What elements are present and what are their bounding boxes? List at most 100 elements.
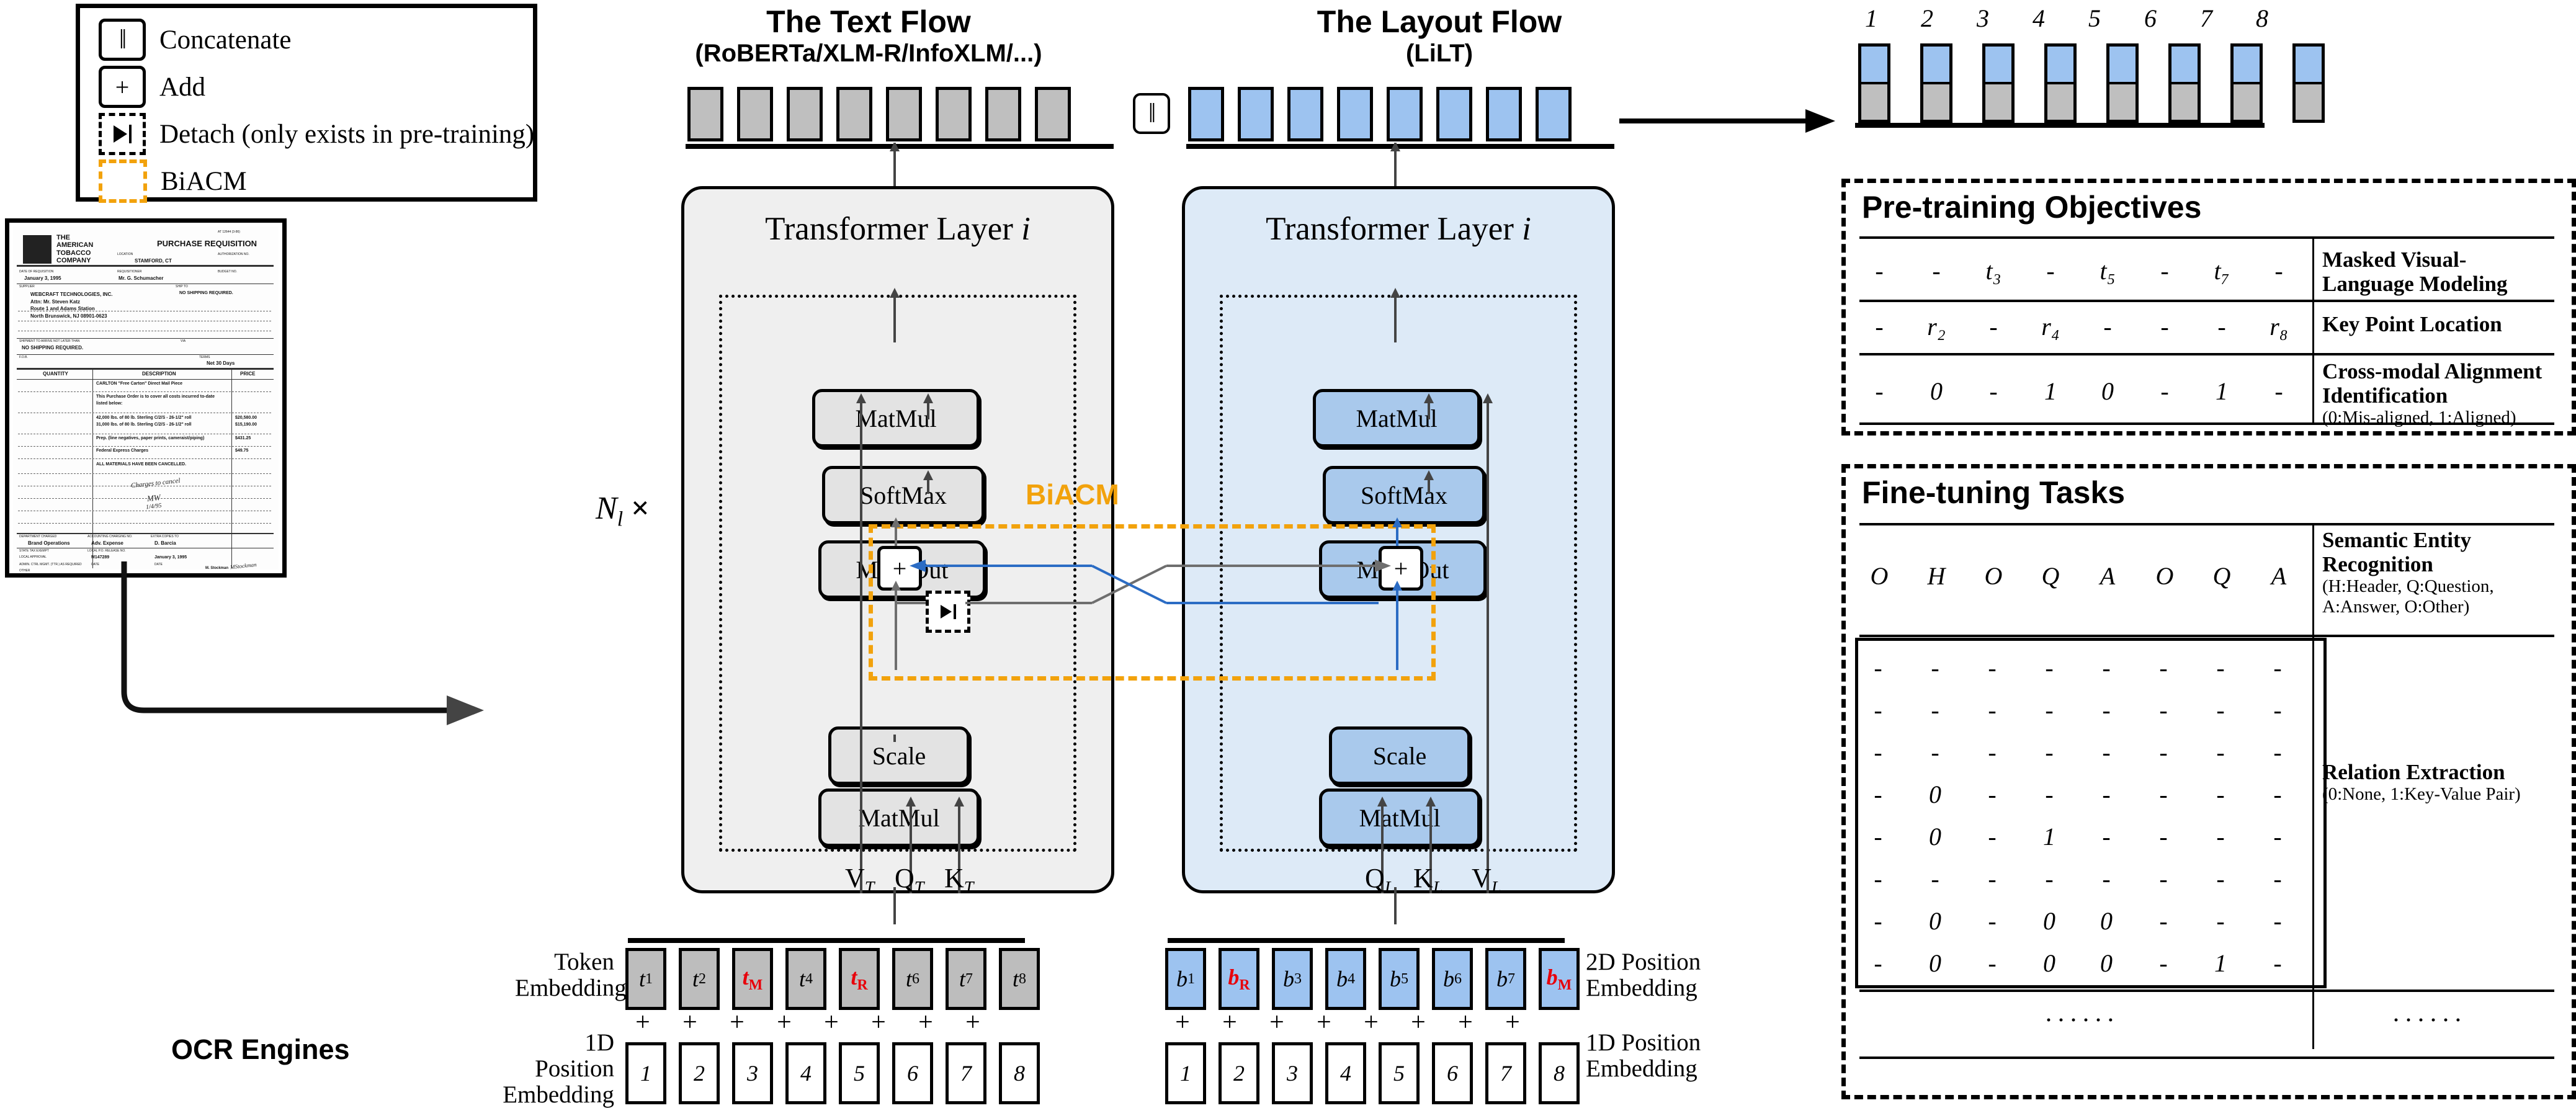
re-task-note: (0:None, 1:Key-Value Pair) [2322, 784, 2521, 805]
re-matrix-row: - - - - - - - - [1849, 738, 2306, 767]
doc-field-label-fob: F.O.B. [19, 355, 28, 359]
doc-field-label-date3: DATE [154, 563, 163, 566]
output-bar [2292, 43, 2325, 123]
cai-cell: 0 [1930, 377, 1943, 405]
doc-field-label-dept: DEPARTMENT CHARGED [19, 535, 57, 538]
ellipsis-left: ······ [2044, 1006, 2119, 1035]
re-cell: - [1988, 654, 1997, 682]
layout-token-cell-replaced: bR [1219, 948, 1259, 1010]
panel-title-layout-index: i [1522, 211, 1531, 247]
cai-cell: - [1875, 377, 1884, 405]
output-bar-index-row: 1 2 3 4 5 6 7 8 [1855, 4, 2278, 33]
bar-index: 3 [1977, 4, 1989, 32]
re-matrix-row: - - - - - - - - [1849, 864, 2306, 893]
re-cell: 0 [2043, 949, 2055, 977]
ser-symbol-row: O H O Q A O Q A [1851, 561, 2307, 591]
doc-field-label-via: VIA [181, 339, 186, 343]
position-cell: 4 [1325, 1042, 1366, 1104]
re-cell: - [2045, 654, 2054, 682]
re-cell: - [2273, 696, 2282, 724]
output-token [1536, 87, 1572, 141]
doc-row-desc-1: CARLTON "Free Carton" Direct Mail Piece [96, 382, 183, 386]
output-bar [1858, 43, 1890, 123]
ser-cell: A [2100, 562, 2116, 590]
legend-item-detach: Detach (only exists in pre-training) [99, 112, 534, 156]
bar-index: 6 [2144, 4, 2157, 32]
mvlm-cell: - [1875, 257, 1884, 285]
mvlm-cell: t₇ [2214, 257, 2230, 285]
re-cell: - [1874, 780, 1882, 808]
doc-field-label-date2: DATE [91, 563, 99, 566]
pos1d-embedding-label-left: 1D Position Embedding [503, 1029, 614, 1108]
kpl-cell: - [2103, 313, 2112, 341]
doc-row-price-4: $431.25 [235, 436, 251, 440]
concatenate-icon: ‖ [99, 19, 146, 61]
position-cell: 4 [785, 1042, 826, 1104]
text-output-token-row [687, 87, 1071, 141]
cai-task-name: Cross-modal Alignment Identification (0:… [2322, 359, 2564, 428]
output-bar [2044, 43, 2077, 123]
doc-row-desc-2: This Purchase Order is to cover all cost… [96, 395, 215, 406]
layer-repeat-prefix: N [596, 491, 617, 526]
doc-field-label-taxexempt: STATE TAX EXEMPT [19, 549, 49, 553]
pretraining-title: Pre-training Objectives [1862, 190, 2202, 225]
concatenate-glyph: ‖ [119, 24, 127, 55]
position-cell: 8 [1539, 1042, 1580, 1104]
ser-cell: Q [2041, 562, 2060, 590]
re-cell: 0 [1929, 949, 1941, 977]
company-logo [23, 235, 51, 264]
re-cell: - [2216, 907, 2225, 935]
legend-item-add: + Add [99, 65, 533, 109]
doc-field-label-supplier: SUPPLIER [19, 285, 35, 288]
legend-label-add: Add [159, 72, 206, 102]
output-token [1035, 87, 1071, 141]
plus-glyph: + [871, 1008, 886, 1037]
ser-cell: O [1870, 562, 1889, 590]
plus-glyph: + [1458, 1008, 1473, 1037]
input-label-k-text: KT [944, 863, 974, 898]
ellipsis-right: ······ [2392, 1006, 2466, 1035]
doc-field-label-budget: BUDGET NO. [218, 270, 238, 274]
detach-triangle [940, 604, 956, 619]
re-cell: - [2216, 696, 2225, 724]
output-bar [2230, 43, 2263, 123]
re-cell: - [2102, 654, 2111, 682]
text-plus-row: + + + + + + + + [625, 1007, 990, 1037]
kpl-cell: - [1875, 313, 1884, 341]
op-matmul-top-text: MatMul [812, 389, 980, 447]
plus-glyph: + [965, 1008, 980, 1037]
sub-t: T [914, 878, 924, 898]
re-cell: - [2273, 907, 2282, 935]
cai-task-label: Cross-modal Alignment Identification [2322, 359, 2542, 408]
output-bars-baseline [1855, 123, 2265, 128]
position-cell: 5 [839, 1042, 880, 1104]
re-cell: - [2273, 738, 2282, 766]
doc-field-value-copies: D. Barcia [154, 540, 176, 546]
ser-cell: Q [2212, 562, 2231, 590]
cai-cell: 0 [2101, 377, 2114, 405]
bar-index: 7 [2200, 4, 2212, 32]
re-cell: - [2045, 865, 2054, 893]
re-matrix-row: - 0 - - - - - - [1849, 780, 2306, 809]
kpl-symbol-row: - r₂ - r₄ - - - r₈ [1851, 312, 2307, 341]
add-glyph: + [1393, 554, 1408, 583]
re-matrix-row: - 0 - 0 0 - 1 - [1849, 949, 2306, 978]
kpl-cell: r₂ [1927, 313, 1946, 341]
legend-box: ‖ Concatenate + Add Detach (only exists … [76, 4, 537, 203]
text-position-row: 1 2 3 4 5 6 7 8 [625, 1042, 1040, 1104]
output-token [1387, 87, 1423, 141]
concatenate-operator: ‖ [1133, 93, 1170, 134]
re-cell: - [1874, 738, 1882, 766]
document-form-code: AT 12644 (3-86) [218, 230, 240, 234]
doc-field-value-supplier: WEBCRAFT TECHNOLOGIES, INC.Attn: Mr. Ste… [30, 292, 113, 319]
pretraining-objectives-panel: Pre-training Objectives - - t₃ - t₅ - t₇… [1841, 179, 2576, 436]
position-cell: 5 [1379, 1042, 1420, 1104]
re-cell: - [2273, 654, 2282, 682]
input-label-v-text: VT [845, 863, 875, 898]
re-cell: - [2102, 865, 2111, 893]
re-matrix-row: - - - - - - - - [1849, 653, 2306, 682]
doc-field-value-release: M147289 [91, 555, 110, 560]
